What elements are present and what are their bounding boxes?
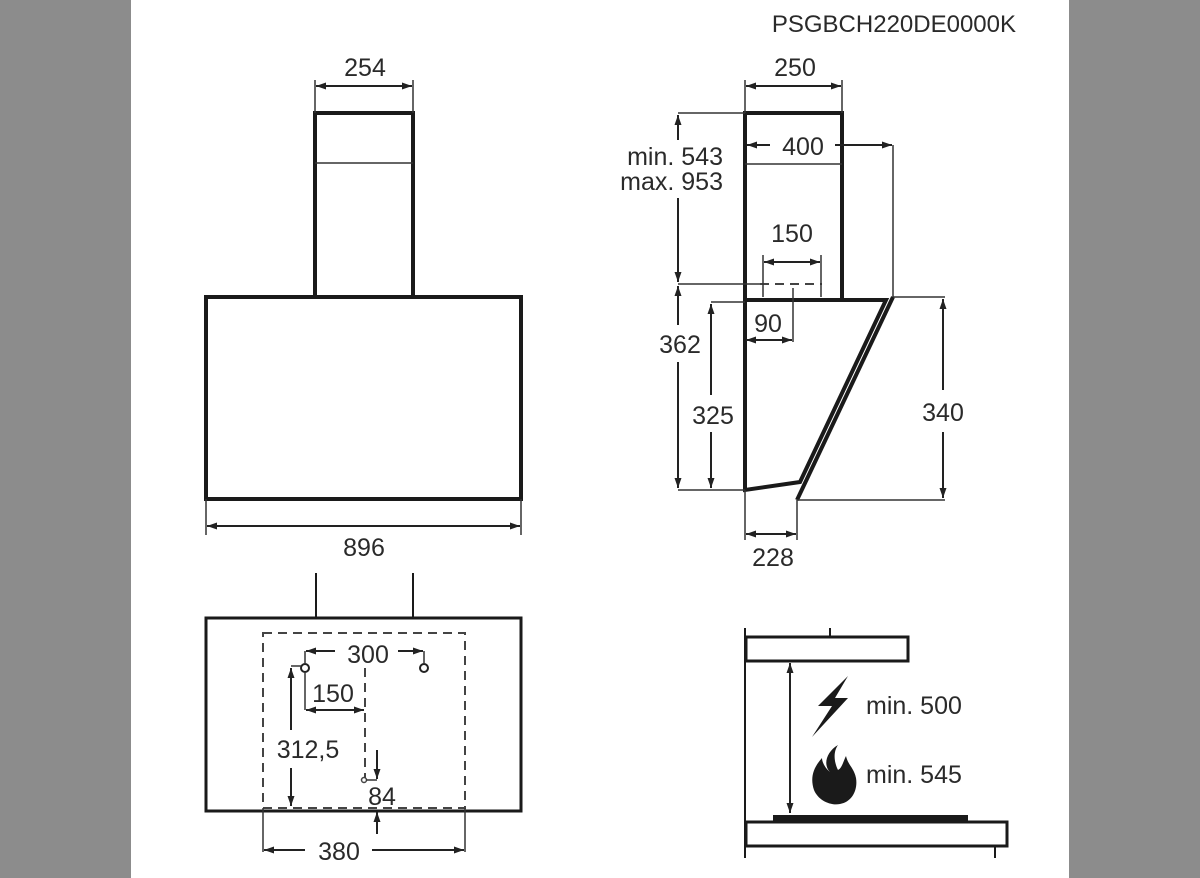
model-code: PSGBCH220DE0000K: [772, 11, 1016, 38]
label-hole-spacing: 300: [347, 641, 389, 669]
flame-icon: [812, 745, 857, 805]
label-hood-width: 896: [343, 534, 385, 562]
hood-outline: [204, 616, 523, 813]
countertop: [744, 820, 1009, 848]
front-view: 254 896: [204, 54, 523, 562]
clearance-view: min. 500 min. 545: [744, 628, 1009, 858]
label-glass-height: 340: [922, 399, 964, 427]
hood-body: [204, 295, 523, 501]
drawing-sheet: [131, 0, 1069, 878]
label-body-height: 325: [692, 402, 734, 430]
label-outlet-width: 150: [771, 220, 813, 248]
label-bottom-depth: 228: [752, 544, 794, 572]
hood-cabinet: [744, 635, 910, 663]
label-chimney-min: min. 543: [627, 143, 723, 171]
label-chimney-depth: 250: [774, 54, 816, 82]
bottom-view: 300 150 312,5 84 380: [204, 573, 523, 866]
label-hole-height: 312,5: [277, 736, 340, 764]
side-view: 250 400 min. 543 max. 953 150 90 362 325…: [620, 54, 964, 572]
mounting-hole-icon: [419, 663, 429, 673]
label-bracket-width: 380: [318, 838, 360, 866]
label-outlet-offset-side: 90: [754, 310, 782, 338]
label-hood-height: 362: [659, 331, 701, 359]
label-outlet-offset: 84: [368, 783, 396, 811]
glass-panel: [795, 296, 895, 501]
label-depth-to-glass: 400: [782, 133, 824, 161]
lightning-icon: [812, 676, 848, 737]
mounting-hole-icon: [300, 663, 310, 673]
label-hole-offset: 150: [312, 680, 354, 708]
hood-side-body: [743, 298, 890, 493]
label-chimney-width: 254: [344, 54, 386, 82]
label-gas-clearance: min. 545: [866, 761, 962, 789]
label-electric-clearance: min. 500: [866, 692, 962, 720]
bracket-outline: [262, 632, 466, 809]
chimney: [313, 111, 415, 299]
hob-surface: [773, 815, 968, 821]
label-chimney-max: max. 953: [620, 168, 723, 196]
